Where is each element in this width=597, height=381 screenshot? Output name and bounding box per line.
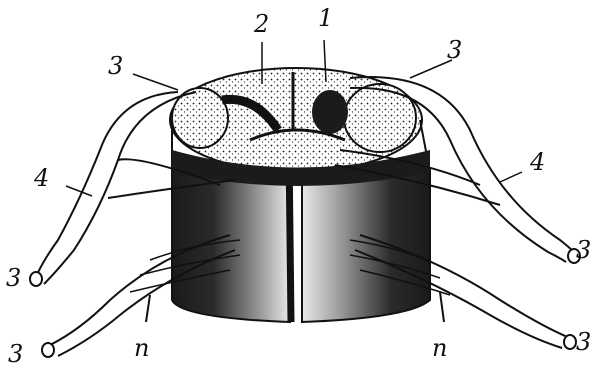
label-p-right: п	[432, 336, 447, 360]
label-3-top-left: 3	[108, 54, 123, 78]
label-3-top-right: 3	[447, 38, 462, 62]
label-3-left-bottom: 3	[8, 342, 23, 366]
label-1: 1	[318, 6, 333, 30]
label-3-right-mid: 3	[576, 238, 591, 262]
label-3-left-mid: 3	[6, 266, 21, 290]
label-4-left: 4	[34, 166, 49, 190]
label-p-left: п	[134, 336, 149, 360]
label-3-right-bottom: 3	[576, 330, 591, 354]
label-2: 2	[254, 12, 269, 36]
label-4-right: 4	[530, 150, 545, 174]
